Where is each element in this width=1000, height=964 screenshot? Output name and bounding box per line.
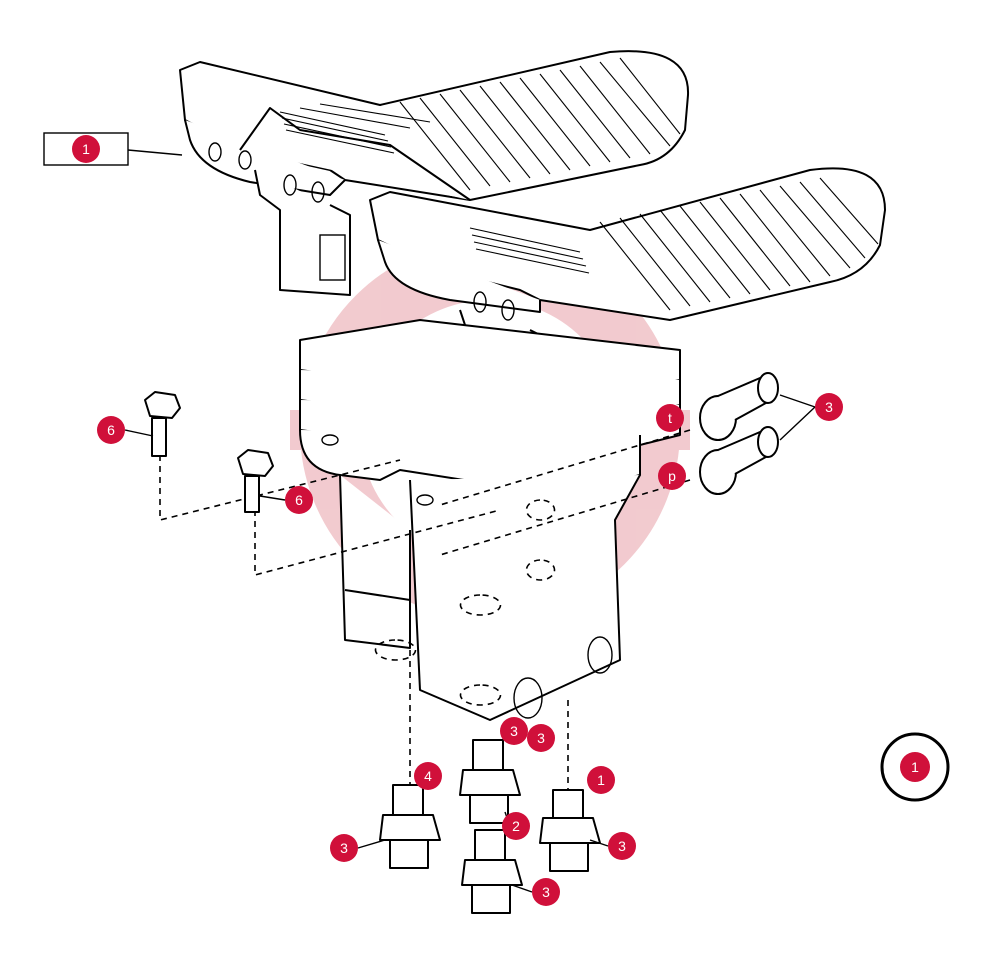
callout-3-center-a: 3 xyxy=(500,717,528,745)
callout-2: 2 xyxy=(502,812,530,840)
svg-text:3: 3 xyxy=(537,730,545,746)
callout-3-center-b: 3 xyxy=(527,724,555,752)
valve-body xyxy=(299,319,681,721)
callout-3-bottom: 3 xyxy=(532,878,560,906)
fitting-bottom-left xyxy=(379,784,441,869)
svg-text:t: t xyxy=(668,410,672,426)
fitting-bottom-right xyxy=(539,789,601,872)
svg-text:1: 1 xyxy=(597,772,605,788)
svg-text:6: 6 xyxy=(295,492,303,508)
callout-1-ring: 1 xyxy=(880,732,950,802)
callout-6-upper: 6 xyxy=(97,416,125,444)
fitting-bottom-center-lower xyxy=(461,829,523,914)
fitting-bottom-center-upper xyxy=(459,739,521,824)
assembly-lines xyxy=(159,429,691,790)
svg-text:3: 3 xyxy=(825,399,833,415)
fitting-t xyxy=(699,372,779,441)
svg-text:4: 4 xyxy=(424,768,432,784)
svg-text:2: 2 xyxy=(512,818,520,834)
svg-text:1: 1 xyxy=(82,141,90,157)
fitting-p xyxy=(699,426,779,495)
bolt-lower xyxy=(237,449,274,513)
bolt-upper xyxy=(144,391,181,457)
svg-text:3: 3 xyxy=(618,838,626,854)
callout-t: t xyxy=(656,404,684,432)
callout-4: 4 xyxy=(414,762,442,790)
callout-3-right: 3 xyxy=(608,832,636,860)
svg-text:6: 6 xyxy=(107,422,115,438)
svg-text:1: 1 xyxy=(911,759,919,775)
svg-text:3: 3 xyxy=(510,723,518,739)
callout-3-left: 3 xyxy=(330,834,358,862)
svg-text:3: 3 xyxy=(542,884,550,900)
callout-6-lower: 6 xyxy=(285,486,313,514)
pedal-back xyxy=(179,50,690,296)
callout-1-top: 1 xyxy=(43,132,129,166)
callout-1-right: 1 xyxy=(587,766,615,794)
callout-3-side-fittings: 3 xyxy=(815,393,843,421)
svg-text:p: p xyxy=(668,468,676,484)
svg-text:3: 3 xyxy=(340,840,348,856)
callout-p: p xyxy=(658,462,686,490)
